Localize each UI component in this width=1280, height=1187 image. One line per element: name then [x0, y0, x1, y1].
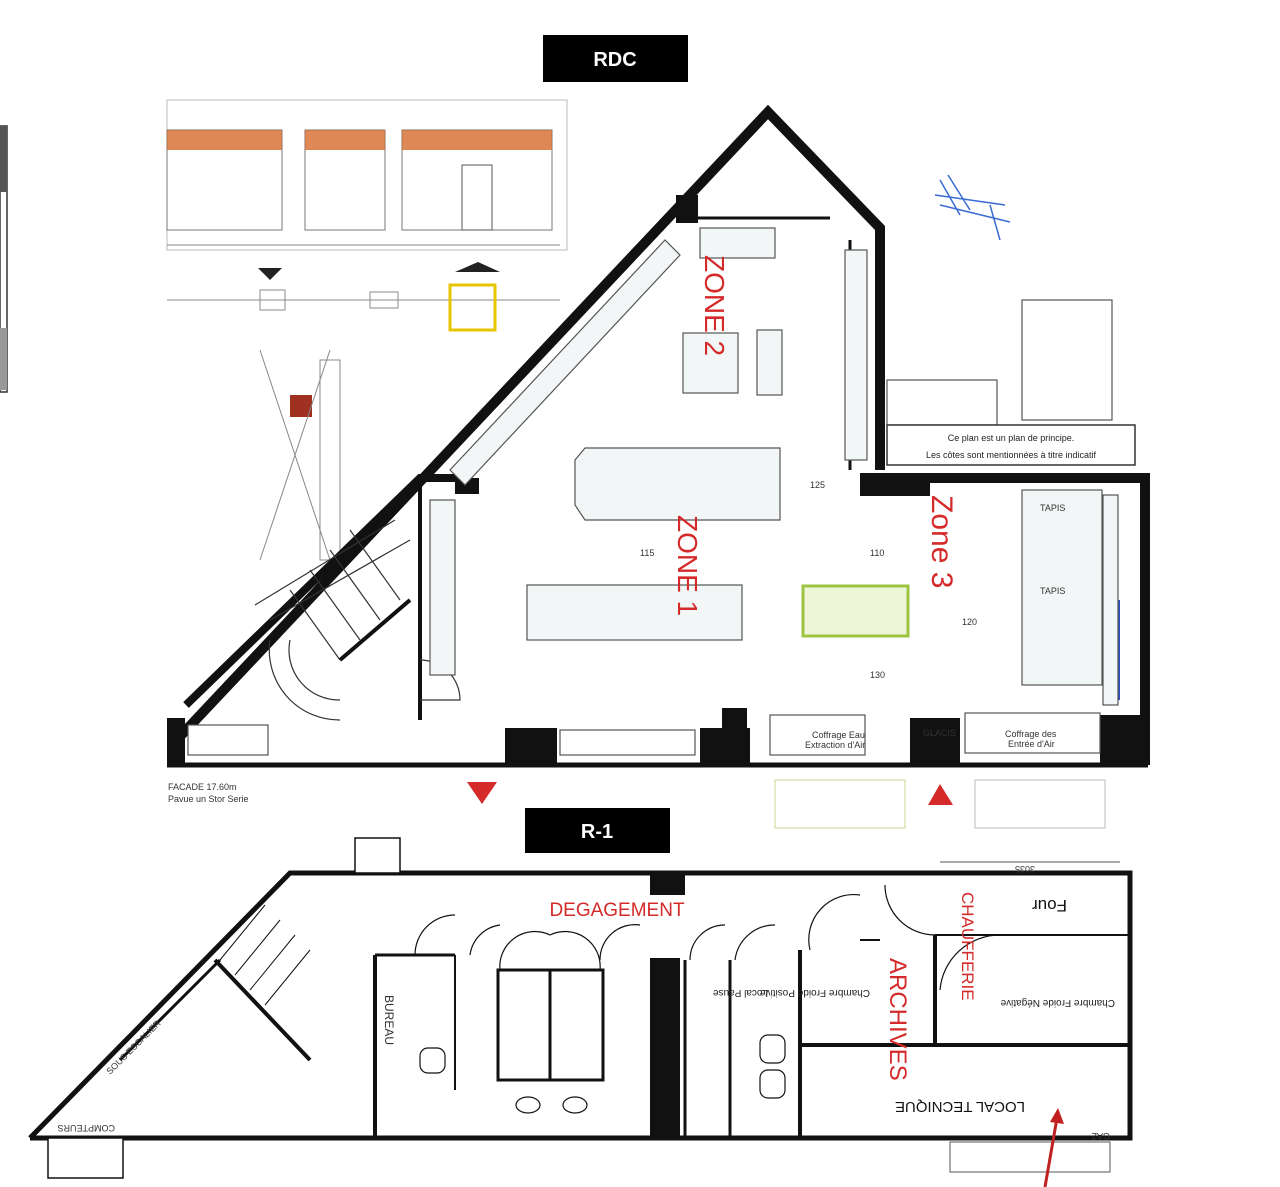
dimension-label: 120: [962, 617, 977, 627]
signature-scribble: [934, 174, 1011, 241]
zone-1-label: ZONE 1: [672, 515, 703, 616]
notice-line: Les côtes sont mentionnées à titre indic…: [926, 450, 1097, 460]
gas-arrow-head: [1050, 1108, 1064, 1124]
entrance-arrow-down: [467, 782, 497, 804]
rdc-title-text: RDC: [593, 49, 636, 71]
tapis-label: TAPIS: [1040, 586, 1065, 596]
entrance-arrow-up: [928, 784, 953, 805]
degagement-label: DEGAGEMENT: [549, 900, 685, 921]
zone-2-label: ZONE 2: [699, 255, 730, 356]
coffrage-label: Coffrage Eau: [812, 730, 865, 740]
chaufferie-label: CHAUFFERIE: [958, 892, 977, 1001]
zone-3-label: Zone 3: [925, 495, 958, 588]
r1-title: R-1: [525, 808, 670, 853]
dimension-label: 3035: [1015, 864, 1035, 874]
tapis-label: TAPIS: [1040, 503, 1065, 513]
facade-elevation: [166, 99, 568, 561]
local-technique-label: LOCAL TECNIQUE: [895, 1098, 1025, 1115]
chambre-positive-label: Chambre Froide Positive: [760, 987, 870, 998]
facade-sub-label: Pavue un Stor Serie: [168, 794, 249, 804]
gas-arrow: [1043, 1117, 1059, 1187]
local-pause-label: Local Pause: [713, 987, 768, 998]
four-label: Four: [1032, 896, 1067, 915]
shelving: [187, 227, 1119, 756]
compteurs-label: COMPTEURS: [57, 1123, 115, 1133]
sous-escalier-label: SOUS ESCALIER: [104, 1018, 163, 1077]
coffrage-label: Entrée d'Air: [1008, 739, 1055, 749]
facade-label: FACADE 17.60m: [168, 782, 237, 792]
coffrage-label: Extraction d'Air: [805, 740, 865, 750]
notice-box: Ce plan est un plan de principe. Les côt…: [886, 424, 1136, 466]
legend-boxes: [774, 779, 1106, 829]
r1-title-text: R-1: [581, 821, 613, 843]
staircase: [254, 519, 461, 721]
glacis-label: GLACIS: [923, 728, 956, 738]
left-edge-fragment: [0, 125, 8, 393]
dimension-label: 115: [640, 548, 654, 558]
basement-walls: [28, 837, 1133, 1179]
notice-line: Ce plan est un plan de principe.: [948, 433, 1075, 443]
dimension-label: 125: [810, 480, 825, 490]
rdc-title: RDC: [543, 35, 688, 82]
chambre-negative-label: Chambre Froide Négative: [1000, 997, 1115, 1008]
dimension-label: 130: [870, 670, 885, 680]
coffrage-label: Coffrage des: [1005, 729, 1057, 739]
dimension-label: 110: [870, 548, 884, 558]
archives-label: ARCHIVES: [884, 958, 911, 1081]
gaz-label: GAZ: [1091, 1131, 1110, 1141]
bureau-label: BUREAU: [382, 995, 396, 1045]
